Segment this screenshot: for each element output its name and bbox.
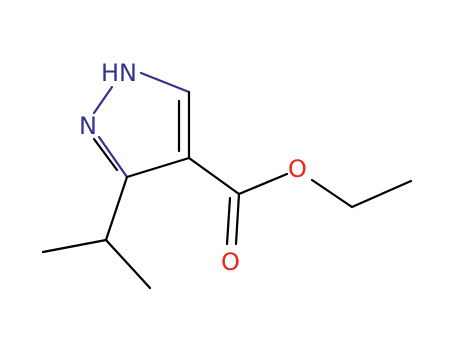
bond-ch-ch3-right [104, 238, 152, 290]
bond-c3-n2 [97, 135, 129, 179]
bond-ccarbonyl-oester [237, 172, 289, 196]
bond-ch-ch3-left [41, 238, 108, 254]
bond-oester-ch2 [310, 178, 354, 209]
atom-label-o-carbonyl: O [221, 248, 240, 276]
bond-n2-n1 [92, 85, 114, 115]
bond-ccarbonyl-ocarbonyl [234, 192, 241, 246]
bond-c3-ch [104, 175, 129, 242]
bond-c4-c3 [125, 156, 191, 179]
bond-n1-c5 [139, 71, 191, 94]
bond-ccarbonyl-ocarbonyl-double [225, 196, 232, 246]
atom-label-nh: HN [101, 59, 137, 87]
bond-ch2-ch3 [350, 179, 413, 209]
atom-label-n: N [79, 112, 97, 140]
atom-label-o-ester: O [288, 155, 307, 183]
bond-c3-n2-double [92, 137, 119, 172]
bond-c4-ccarbonyl [187, 156, 241, 196]
